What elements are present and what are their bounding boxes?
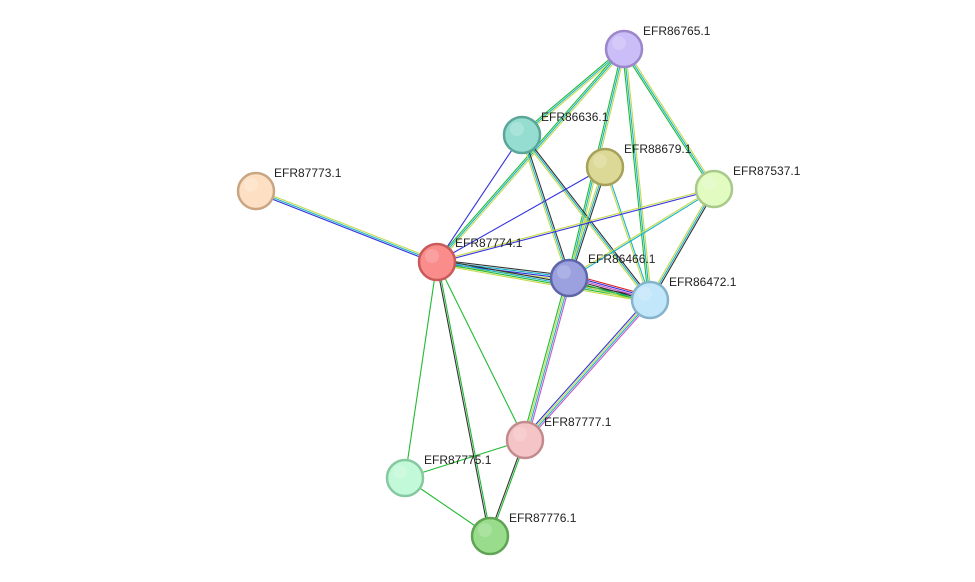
node-EFR86636.1[interactable] <box>502 115 542 155</box>
edge-EFR87774.1-EFR87776.1 <box>435 261 492 537</box>
node-label-EFR87777.1: EFR87777.1 <box>544 415 612 429</box>
edge-line-homology <box>437 189 715 264</box>
edge-line-database <box>521 134 570 279</box>
edge-line-experimental <box>526 301 653 442</box>
edge-EFR86765.1-EFR87537.1 <box>622 47 716 191</box>
node-highlight <box>510 122 524 136</box>
node-label-EFR87773.1: EFR87773.1 <box>274 166 342 180</box>
edge-line-homology <box>436 166 606 263</box>
edge-line-text_mining <box>519 135 569 279</box>
edge-line-database <box>521 48 625 136</box>
edge-line-database <box>255 190 438 263</box>
node-EFR87774.1[interactable] <box>417 242 457 282</box>
edge-EFR87774.1-EFR87775.1 <box>404 261 438 479</box>
edge-line-text_mining <box>568 187 714 278</box>
edge-EFR86636.1-EFR87774.1 <box>436 134 523 263</box>
edge-EFR87537.1-EFR86472.1 <box>648 187 716 302</box>
edge-line-text_mining <box>648 187 714 300</box>
node-EFR87773.1[interactable] <box>236 171 276 211</box>
edge-EFR87537.1-EFR87774.1 <box>436 187 715 264</box>
node-highlight <box>612 36 626 50</box>
edge-EFR87777.1-EFR87775.1 <box>404 439 526 479</box>
node-highlight <box>593 154 607 168</box>
label-layer: EFR86765.1EFR86636.1EFR88679.1EFR87537.1… <box>274 24 801 525</box>
node-highlight <box>557 265 571 279</box>
edge-line-neighborhood <box>522 277 568 440</box>
node-highlight <box>425 249 439 263</box>
node-label-EFR86472.1: EFR86472.1 <box>669 275 737 289</box>
edge-EFR88679.1-EFR87774.1 <box>436 166 606 263</box>
node-EFR87775.1[interactable] <box>385 458 425 498</box>
edge-line-text_mining <box>603 167 650 301</box>
edge-line-database <box>568 166 606 279</box>
node-label-EFR87774.1: EFR87774.1 <box>455 236 523 250</box>
edge-line-database <box>623 48 715 190</box>
node-highlight <box>638 287 652 301</box>
edge-line-database <box>521 134 651 301</box>
edge-line-homology <box>255 191 437 265</box>
edge-line-text_mining <box>436 187 714 262</box>
node-label-EFR86466.1: EFR86466.1 <box>588 252 656 266</box>
node-highlight <box>244 178 258 192</box>
node-EFR88679.1[interactable] <box>585 147 625 187</box>
node-EFR87537.1[interactable] <box>694 169 734 209</box>
edge-line-experimental <box>526 278 572 441</box>
edge-line-coexpression <box>522 134 572 278</box>
edge-line-database <box>605 166 652 300</box>
node-EFR87777.1[interactable] <box>505 420 545 460</box>
node-highlight <box>513 427 527 441</box>
edge-layer <box>255 47 716 537</box>
edge-line-neighborhood <box>404 261 438 479</box>
edge-line-text_mining <box>436 263 650 303</box>
edge-line-database <box>525 300 652 441</box>
edge-line-neighborhood <box>622 49 714 191</box>
edge-EFR86466.1-EFR87777.1 <box>522 277 572 441</box>
edge-line-coexpression <box>437 259 570 277</box>
edge-line-coexpression <box>650 189 716 302</box>
node-highlight <box>393 465 407 479</box>
edge-line-text_mining <box>520 135 650 302</box>
edge-line-neighborhood <box>621 49 649 301</box>
edge-EFR86472.1-EFR87777.1 <box>522 298 653 442</box>
edge-EFR87773.1-EFR87774.1 <box>255 188 438 265</box>
edge-line-neighborhood <box>520 47 624 135</box>
edge-line-text_mining <box>523 299 650 440</box>
edge-line-neighborhood <box>404 439 526 479</box>
edge-line-database <box>525 278 571 441</box>
edge-line-text_mining <box>256 188 438 262</box>
edge-line-text_mining <box>625 48 653 300</box>
node-EFR86466.1[interactable] <box>549 258 589 298</box>
node-EFR86765.1[interactable] <box>604 29 644 69</box>
edge-EFR86636.1-EFR86466.1 <box>519 134 572 279</box>
node-EFR87776.1[interactable] <box>470 516 510 556</box>
node-highlight <box>478 523 492 537</box>
edge-line-neighborhood <box>437 261 492 536</box>
edge-EFR86765.1-EFR86472.1 <box>621 48 653 301</box>
edge-line-text_mining <box>437 49 626 264</box>
edge-line-homology <box>522 298 649 439</box>
edge-line-text_mining <box>523 277 569 440</box>
edge-line-database <box>623 48 651 301</box>
node-label-EFR86636.1: EFR86636.1 <box>541 110 609 124</box>
node-EFR86472.1[interactable] <box>630 280 670 320</box>
edge-line-coexpression <box>435 262 490 537</box>
node-layer <box>236 29 734 556</box>
node-label-EFR88679.1: EFR88679.1 <box>624 142 692 156</box>
edge-EFR88679.1-EFR86472.1 <box>603 166 652 301</box>
edge-EFR87537.1-EFR86466.1 <box>568 187 715 280</box>
edge-line-neighborhood <box>436 261 526 441</box>
edge-line-database <box>649 188 715 301</box>
node-label-EFR87537.1: EFR87537.1 <box>733 164 801 178</box>
edge-line-neighborhood <box>435 47 624 262</box>
node-label-EFR86765.1: EFR86765.1 <box>643 24 711 38</box>
node-label-EFR87776.1: EFR87776.1 <box>509 511 577 525</box>
node-label-EFR87775.1: EFR87775.1 <box>424 453 492 467</box>
edge-line-database <box>569 189 715 280</box>
edge-EFR87774.1-EFR87777.1 <box>436 261 526 441</box>
edge-line-text_mining <box>624 47 716 189</box>
node-highlight <box>702 176 716 190</box>
edge-line-homology <box>436 134 523 263</box>
